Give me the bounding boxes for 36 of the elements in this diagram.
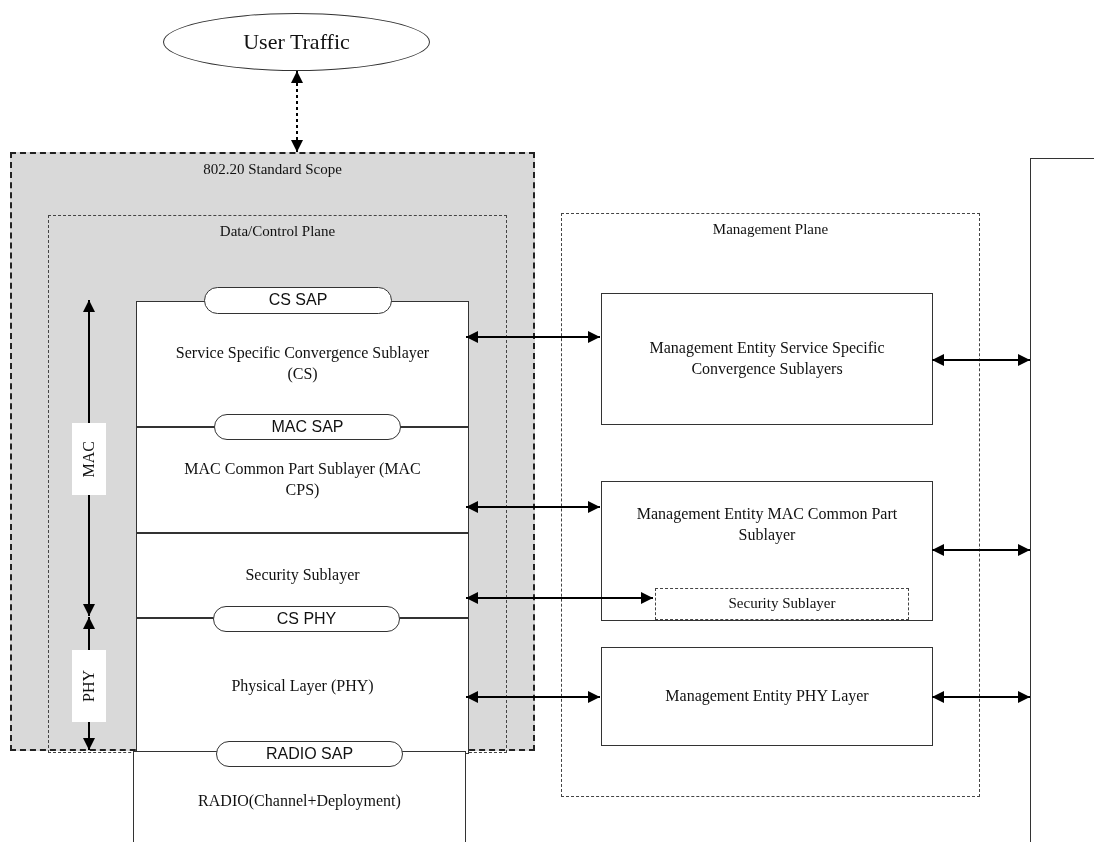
layer-label: Management Entity PHY Layer [665,686,869,707]
arrow [291,70,303,153]
sap-label: RADIO SAP [265,743,354,764]
entity-label: Management Entity MAC Common Part Sublayer [635,504,899,546]
sublayer-box [655,588,909,620]
region-title: 802.20 Standard Scope [202,160,343,179]
layer-group-label: PHY [80,670,98,702]
arrow [931,544,1031,556]
layer-box [601,293,933,425]
sap-label: CS PHY [276,608,337,629]
layer-label: Management Entity Service Specific Convergence Sublayers [648,338,886,380]
arrow [465,691,601,703]
arrow [465,501,601,513]
layer-group-label: MAC [80,440,98,478]
sap-pill [216,741,403,767]
layer-label: RADIO(Channel+Deployment) [198,790,401,812]
sublayer-label: Security Sublayer [728,594,836,614]
sap-pill [213,606,400,632]
region-title: Management Plane [711,220,830,239]
sap-pill [214,414,401,440]
arrow [931,354,1031,366]
region-title: Data/Control Plane [218,222,337,241]
layer-box [601,647,933,746]
layer-label: Physical Layer (PHY) [231,675,374,697]
node-label: User Traffic [243,27,350,56]
arrow [931,691,1031,703]
sap-label: MAC SAP [271,416,344,437]
layer-label: Security Sublayer [245,565,360,586]
arrow [465,331,601,343]
layer-label: Service Specific Convergence Sublayer (CS) [174,343,431,384]
sap-label: CS SAP [268,290,328,311]
plane-region [561,213,980,797]
layer-label: MAC Common Part Sublayer (MAC CPS) [183,459,422,501]
entity-box [601,481,933,621]
arrow [465,592,654,604]
sap-pill [204,287,392,314]
